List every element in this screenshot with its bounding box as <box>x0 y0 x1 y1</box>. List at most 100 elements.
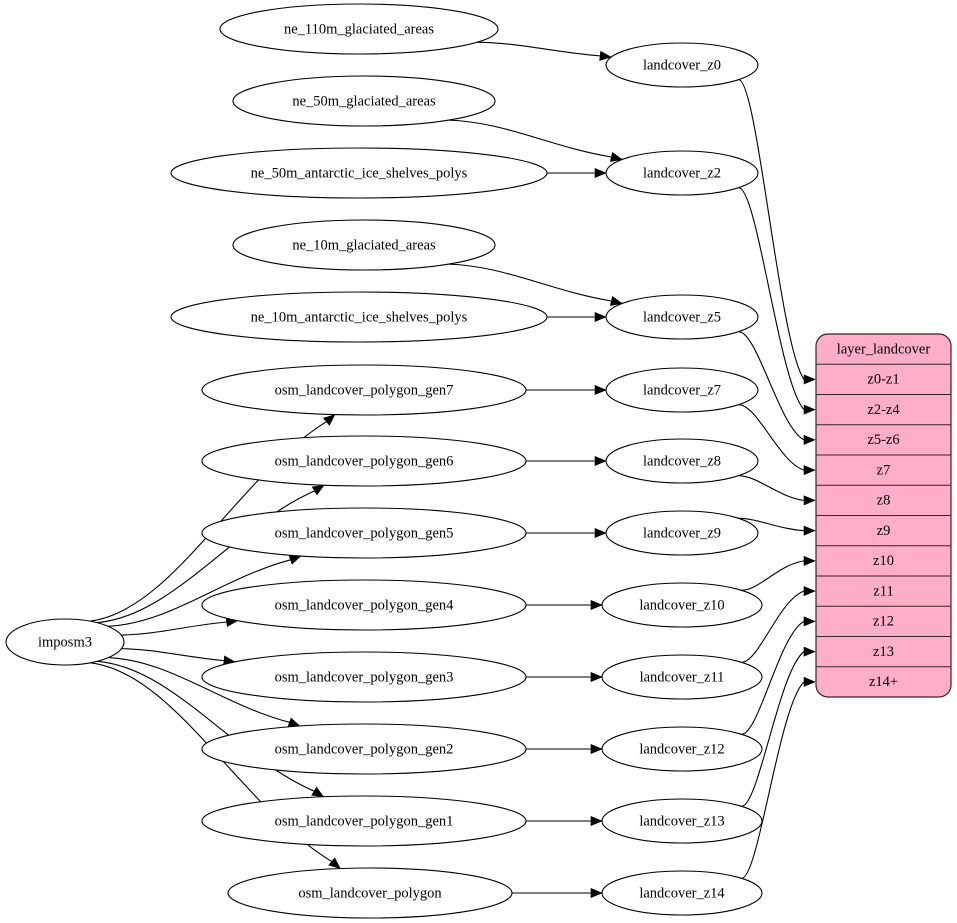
arrowhead-landcover_z5--layer_landcover:z5-z6 <box>803 434 816 445</box>
arrowhead-landcover_z14--layer_landcover:z14+ <box>803 676 816 687</box>
node-ne_10m_glaciated_areas[interactable]: ne_10m_glaciated_areas <box>232 219 496 271</box>
edge-landcover_z5--layer_landcover:z5-z6 <box>738 331 805 441</box>
node-label: imposm3 <box>38 634 92 650</box>
edge-landcover_z11--layer_landcover:z11 <box>741 590 805 663</box>
node-osm_landcover_polygon_gen1[interactable]: osm_landcover_polygon_gen1 <box>201 795 527 847</box>
node-label: osm_landcover_polygon_gen7 <box>275 382 454 398</box>
node-landcover_z11[interactable]: landcover_z11 <box>601 654 763 700</box>
node-landcover_z10[interactable]: landcover_z10 <box>601 582 763 628</box>
node-landcover_z5[interactable]: landcover_z5 <box>605 294 759 340</box>
arrowhead-landcover_z0--layer_landcover:z0-z1 <box>803 374 816 385</box>
node-shape <box>601 798 763 844</box>
node-ne_10m_antarctic_ice_shelves_polys[interactable]: ne_10m_antarctic_ice_shelves_polys <box>170 291 548 343</box>
node-landcover_z12[interactable]: landcover_z12 <box>601 726 763 772</box>
edge-ne_110m_glaciated_areas--landcover_z0 <box>477 41 601 57</box>
table-header-label: layer_landcover <box>837 341 931 357</box>
node-label: landcover_z12 <box>639 741 724 757</box>
node-shape <box>201 579 527 631</box>
node-label: osm_landcover_polygon_gen5 <box>275 525 454 541</box>
node-label: osm_landcover_polygon <box>298 885 442 901</box>
node-shape <box>232 75 496 127</box>
table-row-z5-z6[interactable]: z5-z6 <box>867 432 899 448</box>
edge-imposm3--osm_landcover_polygon_gen5 <box>108 559 291 627</box>
arrowhead-imposm3--osm_landcover_polygon <box>328 857 341 870</box>
node-landcover_z13[interactable]: landcover_z13 <box>601 798 763 844</box>
edge-imposm3--osm_landcover_polygon_gen2 <box>108 657 290 723</box>
node-shape <box>201 723 527 775</box>
node-shape <box>201 507 527 559</box>
node-osm_landcover_polygon_gen3[interactable]: osm_landcover_polygon_gen3 <box>201 651 527 703</box>
table-row-z7[interactable]: z7 <box>877 462 891 478</box>
node-shape <box>170 291 548 343</box>
arrowhead-landcover_z7--layer_landcover:z7 <box>803 465 816 476</box>
arrowhead-imposm3--osm_landcover_polygon_gen7 <box>322 414 336 426</box>
node-shape <box>601 654 763 700</box>
edge-landcover_z2--layer_landcover:z2-z4 <box>738 187 805 411</box>
node-label: landcover_z0 <box>643 57 721 73</box>
arrowhead-ne_50m_antarctic_ice_shelves_polys--landcover_z2 <box>594 167 607 179</box>
node-ne_110m_glaciated_areas[interactable]: ne_110m_glaciated_areas <box>219 3 499 55</box>
node-label: landcover_z14 <box>639 885 725 901</box>
node-label: landcover_z11 <box>640 669 725 685</box>
table-outline <box>815 333 952 698</box>
arrowhead-landcover_z2--layer_landcover:z2-z4 <box>803 404 816 415</box>
node-imposm3[interactable]: imposm3 <box>5 618 125 666</box>
table-row-z14+[interactable]: z14+ <box>869 674 898 690</box>
edge-landcover_z9--layer_landcover:z9 <box>738 517 805 532</box>
arrowhead-osm_landcover_polygon_gen2--landcover_z12 <box>590 743 603 755</box>
arrowhead-ne_50m_glaciated_areas--landcover_z2 <box>610 152 623 162</box>
node-ne_50m_antarctic_ice_shelves_polys[interactable]: ne_50m_antarctic_ice_shelves_polys <box>170 147 548 199</box>
node-label: landcover_z5 <box>643 309 721 325</box>
table-row-z9[interactable]: z9 <box>877 523 891 539</box>
node-osm_landcover_polygon_gen6[interactable]: osm_landcover_polygon_gen6 <box>201 435 527 487</box>
node-landcover_z0[interactable]: landcover_z0 <box>605 42 759 88</box>
nodes-layer: imposm3 ne_110m_glaciated_areas ne_50m_gla… <box>5 3 763 919</box>
node-shape <box>201 651 527 703</box>
arrowhead-osm_landcover_polygon_gen5--landcover_z9 <box>594 527 607 539</box>
node-label: landcover_z9 <box>643 525 721 541</box>
node-label: ne_10m_glaciated_areas <box>292 237 436 253</box>
edge-landcover_z12--layer_landcover:z12 <box>741 620 805 735</box>
table-row-z2-z4[interactable]: z2-z4 <box>867 402 900 418</box>
edge-landcover_z10--layer_landcover:z10 <box>741 560 805 591</box>
node-label: landcover_z7 <box>643 382 721 398</box>
edge-landcover_z7--layer_landcover:z7 <box>738 404 805 471</box>
node-osm_landcover_polygon_gen4[interactable]: osm_landcover_polygon_gen4 <box>201 579 527 631</box>
node-label: osm_landcover_polygon_gen1 <box>275 813 454 829</box>
arrowhead-ne_10m_glaciated_areas--landcover_z5 <box>610 296 623 306</box>
node-label: ne_50m_antarctic_ice_shelves_polys <box>251 165 468 181</box>
table-row-z11[interactable]: z11 <box>873 583 893 599</box>
node-ne_50m_glaciated_areas[interactable]: ne_50m_glaciated_areas <box>232 75 496 127</box>
node-landcover_z8[interactable]: landcover_z8 <box>605 438 759 484</box>
node-osm_landcover_polygon_gen2[interactable]: osm_landcover_polygon_gen2 <box>201 723 527 775</box>
node-shape <box>601 870 763 916</box>
edge-landcover_z0--layer_landcover:z0-z1 <box>738 79 805 380</box>
edge-landcover_z13--layer_landcover:z13 <box>741 651 805 807</box>
edge-landcover_z14--layer_landcover:z14+ <box>741 681 805 879</box>
node-label: landcover_z8 <box>643 453 721 469</box>
table-row-z13[interactable]: z13 <box>873 644 894 660</box>
edge-ne_10m_glaciated_areas--landcover_z5 <box>448 263 612 302</box>
node-osm_landcover_polygon[interactable]: osm_landcover_polygon <box>227 867 513 919</box>
edge-imposm3--osm_landcover_polygon_gen1 <box>97 660 315 792</box>
node-landcover_z9[interactable]: landcover_z9 <box>605 510 759 556</box>
node-landcover_z7[interactable]: landcover_z7 <box>605 367 759 413</box>
node-shape <box>227 867 513 919</box>
arrowhead-landcover_z13--layer_landcover:z13 <box>803 646 816 657</box>
table-node-layer-landcover[interactable]: layer_landcover z0-z1 z2-z4 z5-z6 z7 z8 z9 z10 z… <box>815 333 952 698</box>
node-shape <box>232 219 496 271</box>
node-landcover_z14[interactable]: landcover_z14 <box>601 870 763 916</box>
edge-ne_50m_glaciated_areas--landcover_z2 <box>448 119 612 158</box>
table-row-z0-z1[interactable]: z0-z1 <box>867 372 899 388</box>
table-row-z8[interactable]: z8 <box>877 493 891 509</box>
node-landcover_z2[interactable]: landcover_z2 <box>605 150 759 196</box>
node-label: osm_landcover_polygon_gen6 <box>275 453 454 469</box>
node-shape <box>201 795 527 847</box>
node-osm_landcover_polygon_gen7[interactable]: osm_landcover_polygon_gen7 <box>201 364 527 416</box>
node-osm_landcover_polygon_gen5[interactable]: osm_landcover_polygon_gen5 <box>201 507 527 559</box>
arrowhead-osm_landcover_polygon_gen7--landcover_z7 <box>594 384 607 396</box>
table-row-z12[interactable]: z12 <box>873 614 894 630</box>
node-label: ne_50m_glaciated_areas <box>292 93 436 109</box>
edge-landcover_z8--layer_landcover:z8 <box>738 475 805 501</box>
table-row-z10[interactable]: z10 <box>873 553 894 569</box>
